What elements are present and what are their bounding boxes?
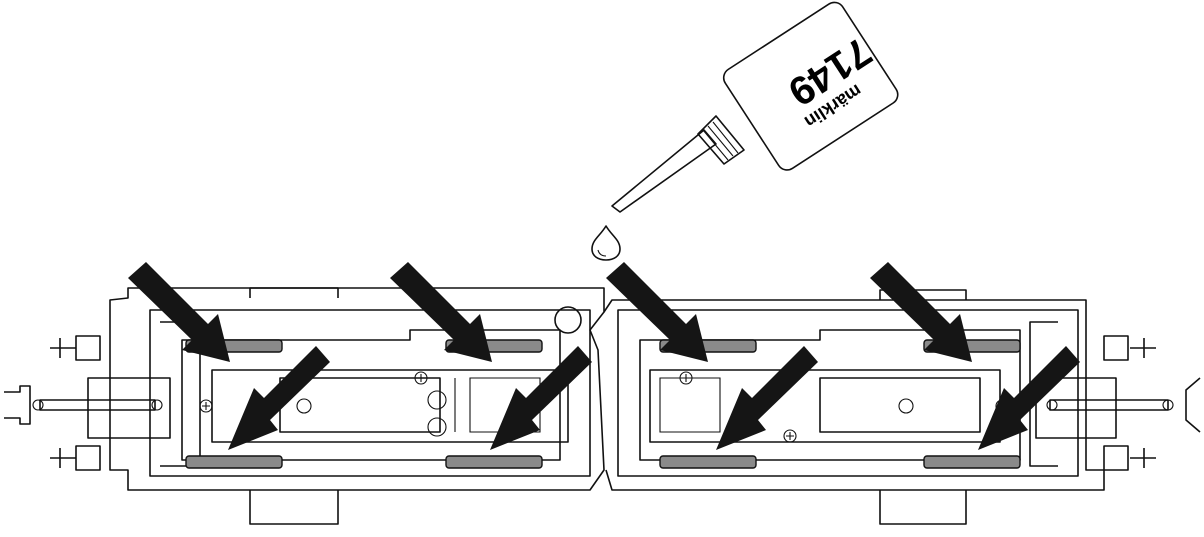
lubrication-arrows (128, 262, 1080, 450)
arrow-7 (716, 346, 818, 450)
wheel-bottom-2 (445, 455, 543, 469)
oil-bottle: 7149 märklin (591, 1, 899, 261)
screw-icon (199, 399, 213, 413)
wheel-bottom-3 (659, 455, 757, 469)
wheel-bottom-4 (923, 455, 1021, 469)
screw-icon (414, 371, 428, 385)
oil-drop-icon (591, 225, 621, 261)
screw-icon (783, 429, 797, 443)
arrow-5 (228, 346, 330, 450)
arrow-4 (870, 262, 972, 362)
arrow-2 (390, 262, 492, 362)
arrow-8 (978, 346, 1080, 450)
arrow-1 (128, 262, 230, 362)
arrow-3 (606, 262, 708, 362)
wheel-bottom-1 (185, 455, 283, 469)
arrow-6 (490, 346, 592, 450)
screw-icon (679, 371, 693, 385)
